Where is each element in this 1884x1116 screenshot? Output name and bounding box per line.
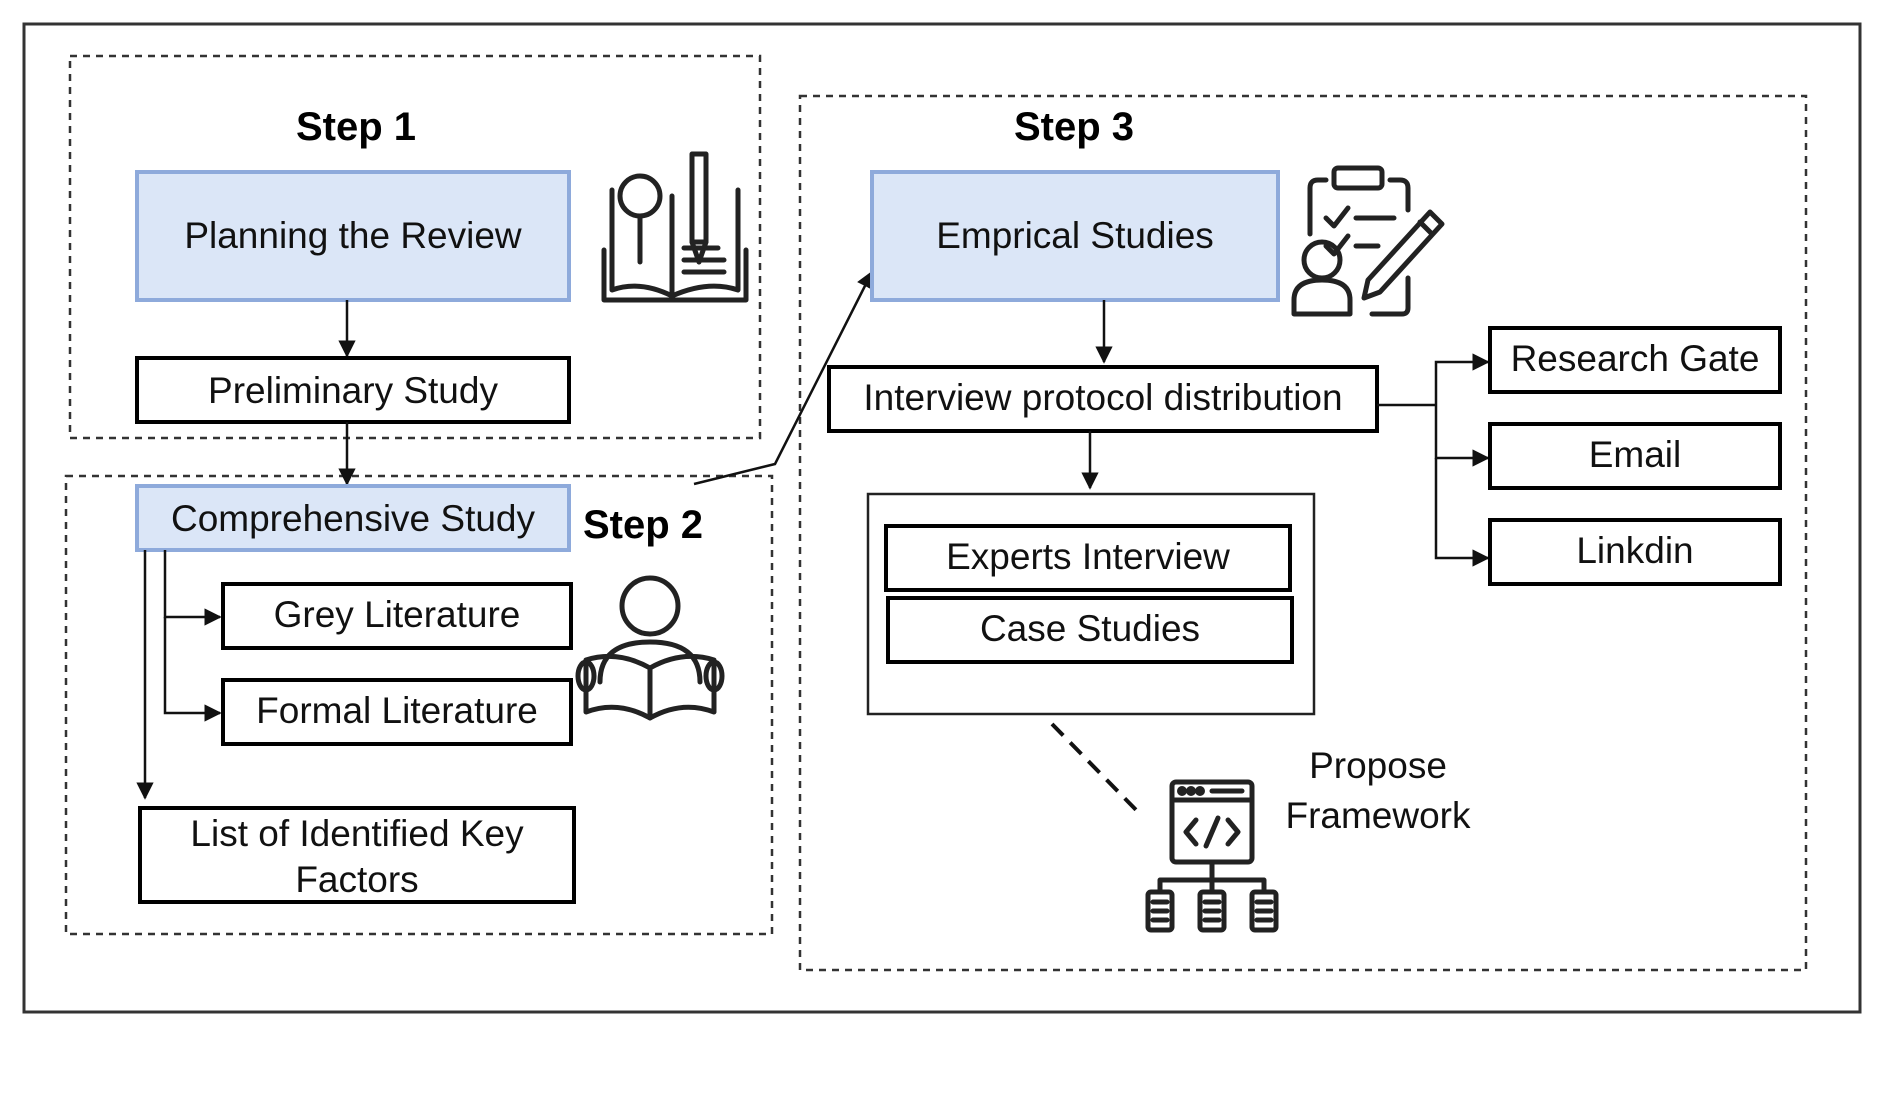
formal-literature-label: Formal Literature bbox=[256, 690, 538, 731]
grey-literature-label: Grey Literature bbox=[274, 594, 521, 635]
comprehensive-study-box bbox=[135, 484, 571, 552]
experts-interview-label: Experts Interview bbox=[946, 536, 1230, 577]
planning-review-label: Planning the Review bbox=[184, 215, 522, 256]
interview-protocol-label: Interview protocol distribution bbox=[863, 377, 1342, 418]
case-studies-box bbox=[886, 596, 1294, 664]
experts-interview-box bbox=[884, 524, 1292, 592]
preliminary-study-box bbox=[135, 356, 571, 424]
key-factors-label-line1: List of Identified Key bbox=[190, 813, 524, 854]
dashed-link-to-framework bbox=[1050, 722, 1144, 818]
formal-literature-box bbox=[221, 678, 573, 746]
arrow-to-research-gate bbox=[1434, 353, 1490, 405]
propose-framework-label-line2: Framework bbox=[1285, 795, 1471, 836]
interview-protocol-box bbox=[827, 365, 1379, 433]
arrow-to-email bbox=[1434, 405, 1490, 467]
arrow-to-linkdin bbox=[1434, 458, 1490, 567]
propose-framework-label-line1: Propose bbox=[1309, 745, 1447, 786]
step2-group bbox=[64, 474, 774, 936]
comprehensive-study-label: Comprehensive Study bbox=[171, 498, 536, 539]
emprical-studies-box bbox=[870, 170, 1280, 302]
key-factors-label-line2: Factors bbox=[295, 859, 418, 900]
preliminary-study-label: Preliminary Study bbox=[208, 370, 498, 411]
step3-title: Step 3 bbox=[1014, 105, 1134, 149]
emprical-studies-label: Emprical Studies bbox=[936, 215, 1214, 256]
planning-review-box bbox=[135, 170, 571, 302]
research-gate-box bbox=[1488, 326, 1782, 394]
case-studies-label: Case Studies bbox=[980, 608, 1200, 649]
arrow-comprehensive-to-emprical bbox=[693, 270, 874, 486]
grey-literature-box bbox=[221, 582, 573, 650]
clipboard-person-pen-icon bbox=[1291, 165, 1445, 317]
step1-title: Step 1 bbox=[296, 105, 416, 149]
arrow-to-grey-literature bbox=[163, 550, 222, 626]
code-window-network-icon bbox=[1145, 779, 1279, 933]
email-label: Email bbox=[1589, 434, 1682, 475]
step3-group bbox=[798, 94, 1808, 972]
person-reading-icon bbox=[575, 575, 725, 721]
key-factors-box bbox=[138, 806, 576, 904]
arrow-to-formal-literature bbox=[163, 617, 222, 722]
linkdin-label: Linkdin bbox=[1576, 530, 1693, 571]
step1-group bbox=[68, 54, 762, 440]
step2-title: Step 2 bbox=[583, 503, 703, 547]
email-box bbox=[1488, 422, 1782, 490]
research-gate-label: Research Gate bbox=[1511, 338, 1760, 379]
linkdin-box bbox=[1488, 518, 1782, 586]
book-magnifier-pen-icon bbox=[601, 151, 749, 303]
outer-frame bbox=[22, 22, 1862, 1014]
